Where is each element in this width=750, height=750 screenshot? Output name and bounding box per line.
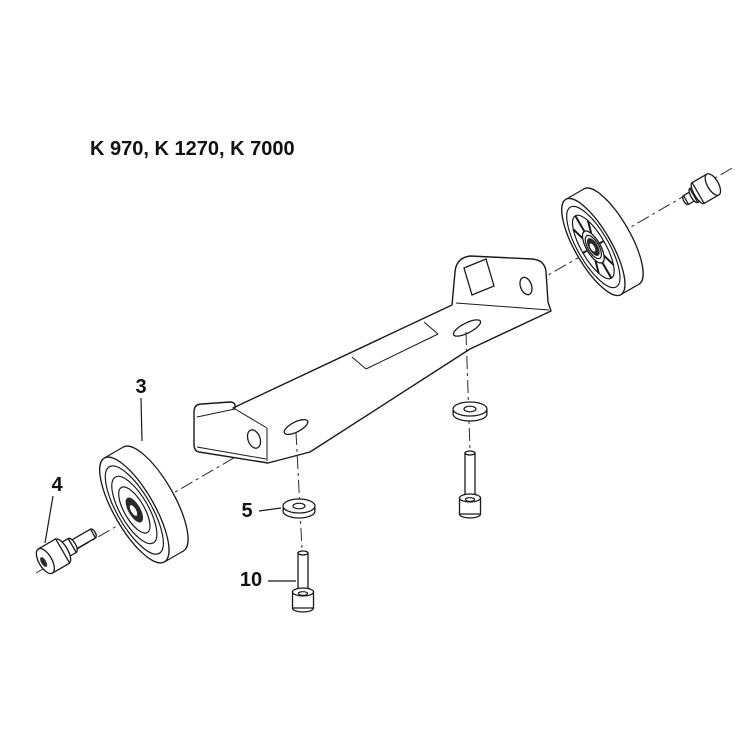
left-axle-bolt xyxy=(35,528,97,575)
part-label-10: 10 xyxy=(240,569,262,591)
screw10-socket xyxy=(297,591,309,596)
left-flange-folds xyxy=(196,408,268,461)
bracket-notch xyxy=(463,258,495,296)
diagram-title: K 970, K 1270, K 7000 xyxy=(90,138,295,160)
screw10-shaft xyxy=(297,552,309,593)
part-label-4: 4 xyxy=(51,474,63,496)
right-axle-hole xyxy=(519,276,533,296)
left-wheel-bore xyxy=(129,505,138,516)
left-wheel-tire-inner xyxy=(104,465,164,555)
leader-part3 xyxy=(140,397,143,442)
right-wheel-spokes xyxy=(572,215,615,279)
left-wheel-tread-edges xyxy=(103,446,184,563)
left-wheel-bearing xyxy=(125,497,144,523)
left-screw-centerline xyxy=(295,431,303,550)
right-wheel xyxy=(561,187,644,297)
left-bolt-head-end xyxy=(35,547,55,575)
right-screw-shaft xyxy=(464,452,476,498)
right-wheel-tread-edges xyxy=(565,188,640,296)
right-screw-centerline xyxy=(465,331,471,451)
mounting-slot-left xyxy=(283,418,309,436)
mounting-slot-right xyxy=(452,319,482,337)
right-wheel-tire-inner xyxy=(566,205,621,289)
screw10-shaft-tip xyxy=(297,550,309,556)
washer-5 xyxy=(282,498,316,519)
left-wheel-hub xyxy=(118,486,151,534)
right-screw xyxy=(458,450,482,519)
right-wheel-hub-ring xyxy=(584,234,602,260)
right-axle-bolt xyxy=(682,173,722,206)
right-washer xyxy=(452,401,488,422)
part-label-3: 3 xyxy=(135,376,146,398)
part-label-5: 5 xyxy=(241,500,252,522)
right-screw-socket xyxy=(464,497,476,502)
leader-part4 xyxy=(44,495,54,544)
leader-part5 xyxy=(258,507,282,512)
left-axle-hole xyxy=(246,429,262,449)
plate-step-bends xyxy=(351,321,439,370)
right-screw-shaft-tip xyxy=(464,450,476,456)
right-washer-hole xyxy=(463,405,477,413)
wheel-support-bracket xyxy=(193,255,552,464)
left-wheel-rim xyxy=(111,475,158,545)
washer5-top xyxy=(282,498,316,514)
washer5-hole xyxy=(292,502,306,510)
right-washer-top xyxy=(452,401,488,417)
right-wheel-bore xyxy=(589,243,596,252)
left-wheel xyxy=(99,445,189,564)
right-flange-fold xyxy=(455,302,550,311)
screw-10 xyxy=(291,550,315,613)
bracket-outline xyxy=(193,255,552,464)
left-bolt-socket xyxy=(40,557,48,567)
right-bolt-head-end xyxy=(704,173,722,196)
